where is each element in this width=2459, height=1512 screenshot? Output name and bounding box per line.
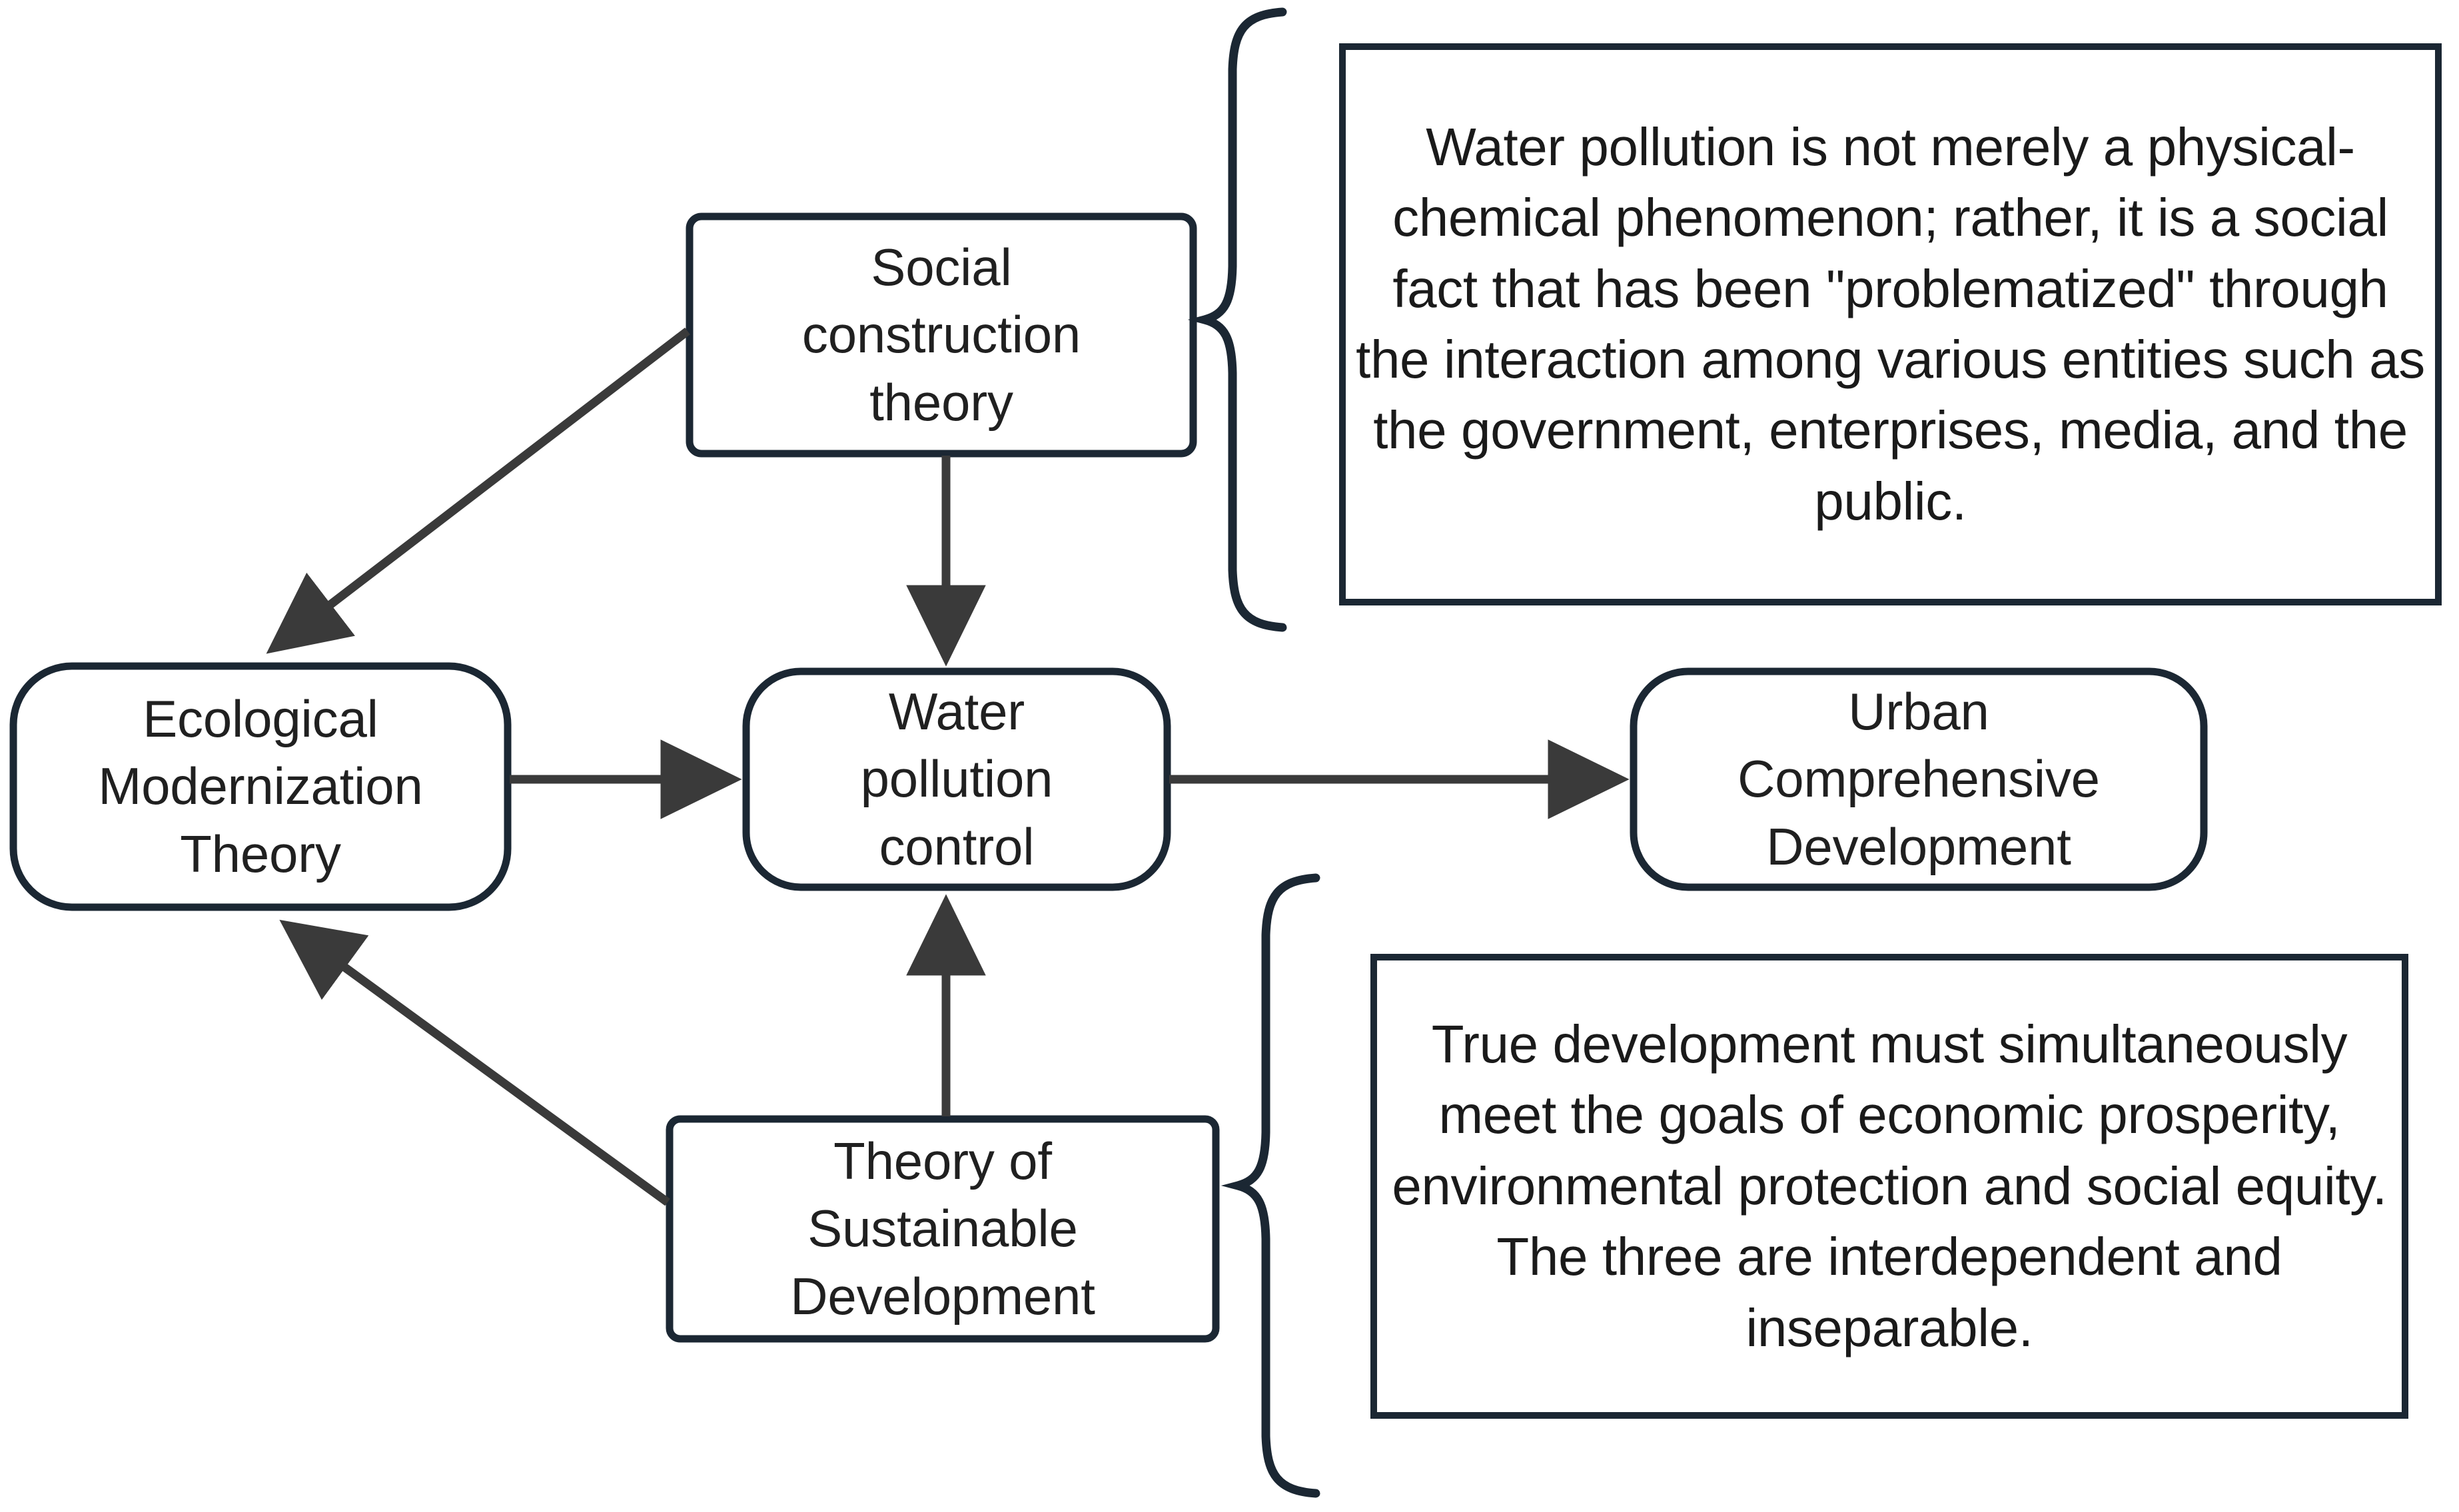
node-shape-urban-comprehensive-development[interactable] [1630,667,2208,891]
node-shape-ecological-modernization-theory[interactable] [9,662,512,911]
note-box-sustainable-development [1370,954,2408,1419]
node-shape-water-pollution-control[interactable] [742,667,1171,891]
brace-social-construction [1187,7,1287,632]
edge-sct-to-emt [266,327,690,654]
node-shape-social-construction-theory[interactable] [686,212,1197,458]
edge-tsd-to-emt [279,919,670,1206]
node-shape-theory-of-sustainable-development[interactable] [666,1115,1220,1343]
brace-sustainable-development [1221,873,1320,1498]
note-box-social-construction [1339,43,2442,605]
